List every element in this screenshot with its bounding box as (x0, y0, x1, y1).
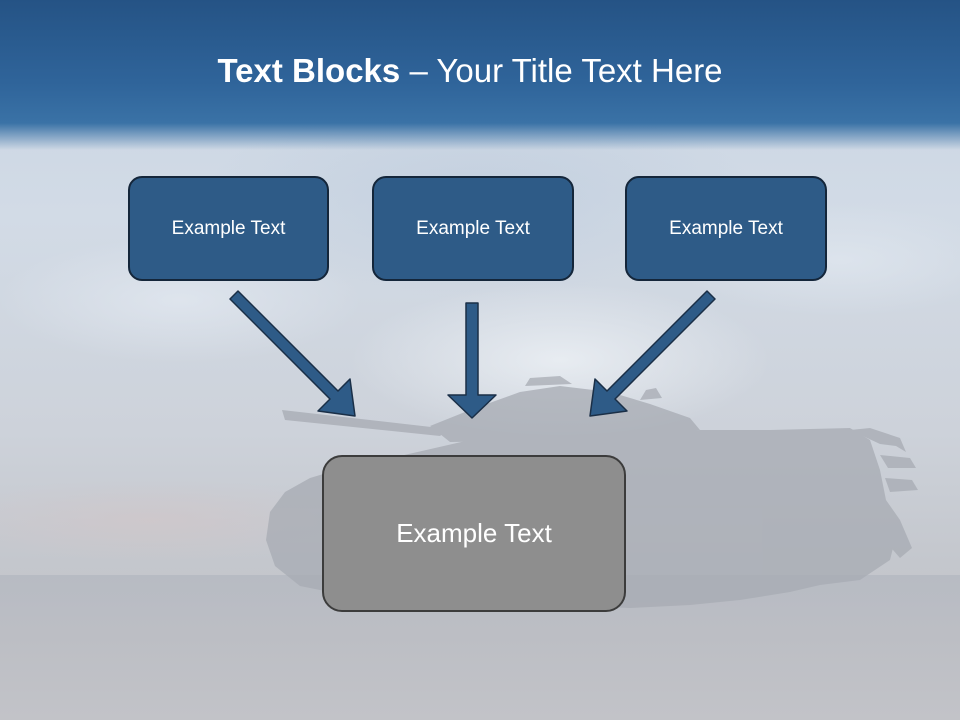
title-subtitle: Your Title Text Here (436, 52, 723, 89)
text-block-right-label: Example Text (669, 217, 783, 239)
text-block-right[interactable]: Example Text (625, 176, 827, 281)
text-block-left-label: Example Text (171, 217, 286, 239)
title-banner (0, 0, 960, 150)
center-text-block[interactable]: Example Text (322, 455, 626, 612)
center-text-block-label: Example Text (396, 518, 552, 548)
title-dash: – (409, 52, 428, 89)
text-block-middle-label: Example Text (416, 217, 530, 239)
text-block-middle[interactable]: Example Text (372, 176, 574, 281)
title-bold: Text Blocks (217, 52, 401, 89)
text-block-left[interactable]: Example Text (128, 176, 329, 281)
page-title: Text Blocks – Your Title Text Here (0, 52, 940, 90)
